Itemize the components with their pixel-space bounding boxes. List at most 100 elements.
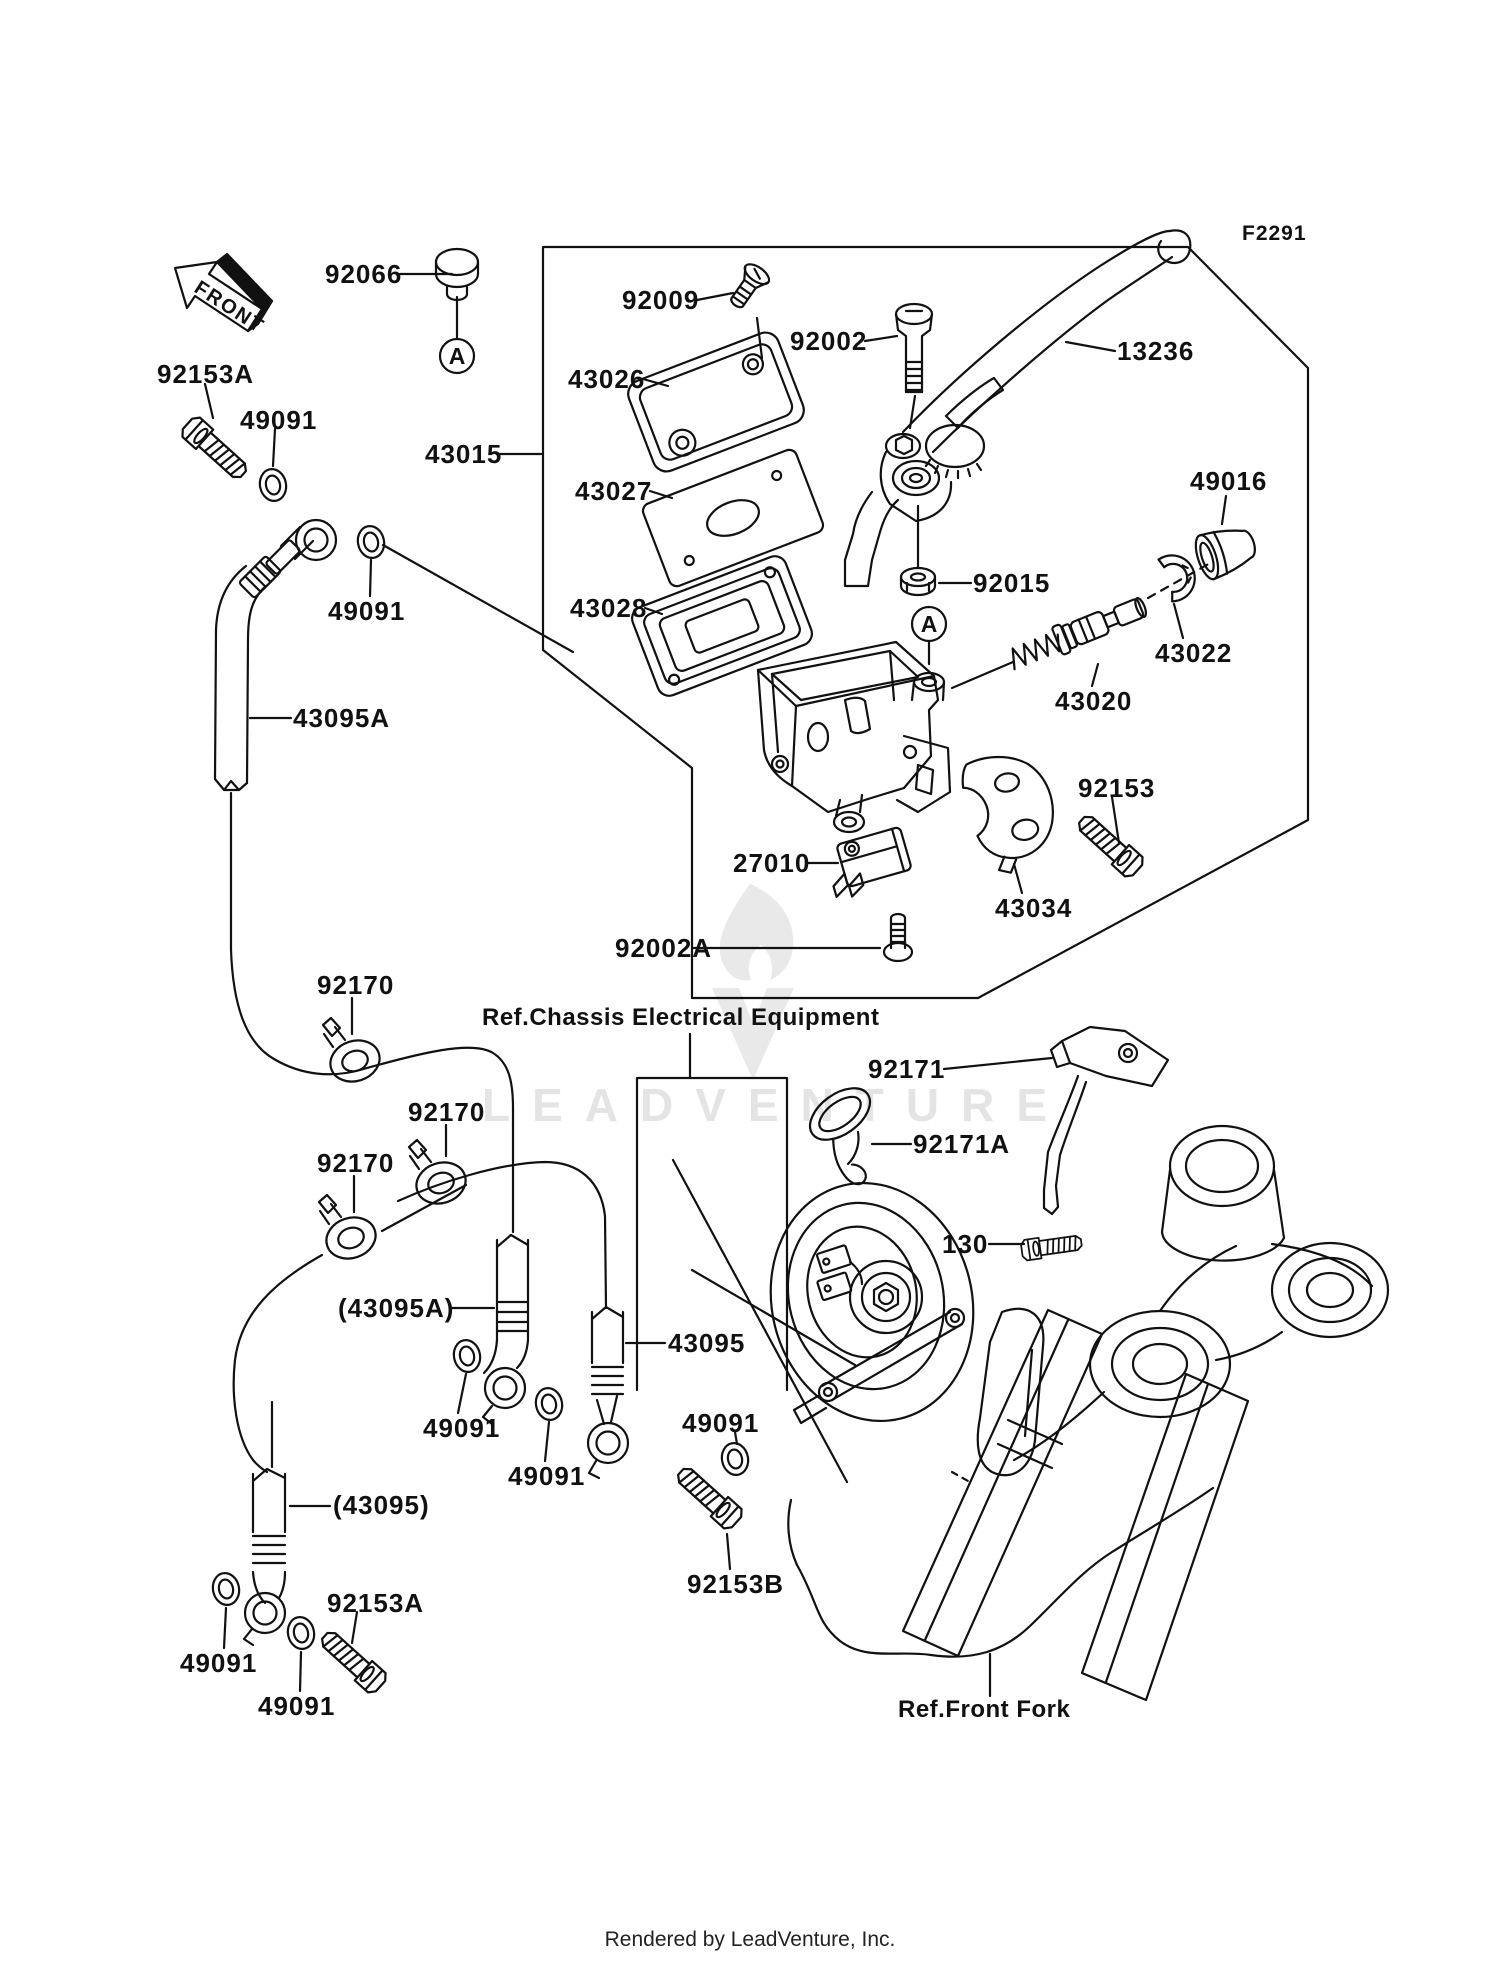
leader-line-92153a-1 bbox=[203, 382, 215, 420]
detail-marker-letter-0: A bbox=[449, 343, 466, 369]
part-label-49091-4: 49091 bbox=[508, 1461, 586, 1491]
hose-43095-paren-drawing bbox=[242, 1467, 287, 1647]
detail-markers: AA bbox=[438, 337, 948, 643]
part-label-27010: 27010 bbox=[733, 848, 811, 878]
part-label-92153b: 92153B bbox=[687, 1569, 785, 1599]
leader-line-43026 bbox=[641, 377, 670, 388]
diaphragm-43028-drawing bbox=[631, 555, 813, 697]
hose-routing-curve-b bbox=[396, 1160, 608, 1310]
switch-27010-drawing bbox=[832, 826, 912, 898]
hose-43095a-upper-drawing bbox=[213, 518, 338, 952]
part-label-49016: 49016 bbox=[1190, 466, 1268, 496]
part-label-43015: 43015 bbox=[425, 439, 503, 469]
screw-92002a-drawing bbox=[882, 912, 914, 963]
part-label-92153: 92153 bbox=[1078, 773, 1156, 803]
leadventure-watermark-icon bbox=[712, 884, 794, 1080]
leader-line-49091-2 bbox=[368, 558, 373, 598]
part-label-92170-1: 92170 bbox=[317, 970, 395, 1000]
figure-code: F2291 bbox=[1242, 222, 1307, 245]
clamp-43034-drawing bbox=[961, 755, 1054, 874]
assembly-detail-box bbox=[541, 245, 1310, 1000]
leader-line-92171 bbox=[942, 1056, 1054, 1071]
part-label-49091-1: 49091 bbox=[240, 405, 318, 435]
leader-line-92153 bbox=[1110, 795, 1121, 845]
detail-marker-letter-1: A bbox=[921, 611, 938, 637]
washer-49091-drawing bbox=[283, 1613, 319, 1653]
part-label-92153a-1: 92153A bbox=[157, 359, 255, 389]
part-label-92171: 92171 bbox=[868, 1054, 946, 1084]
part-label-43020: 43020 bbox=[1055, 686, 1133, 716]
leader-line-43022 bbox=[1172, 602, 1185, 640]
leader-line-92153a-2 bbox=[350, 1610, 359, 1645]
part-label-43095-paren: (43095) bbox=[333, 1490, 430, 1520]
part-label-92009: 92009 bbox=[622, 285, 700, 315]
piston-43020-drawing bbox=[1011, 597, 1148, 671]
cap-92066-drawing bbox=[434, 247, 480, 340]
part-label-43034: 43034 bbox=[995, 893, 1073, 923]
boot-49016-drawing bbox=[1194, 529, 1256, 581]
bolt-92153b-drawing bbox=[670, 1461, 747, 1533]
part-label-130: 130 bbox=[942, 1229, 989, 1259]
washer-49091-drawing bbox=[255, 465, 291, 505]
part-label-92002a: 92002A bbox=[615, 933, 713, 963]
screw-92009-drawing bbox=[730, 263, 771, 309]
part-label-ref-front-fork: Ref.Front Fork bbox=[898, 1696, 1071, 1723]
part-label-43095a: 43095A bbox=[293, 703, 391, 733]
leader-line-49091-3 bbox=[456, 1372, 468, 1415]
leader-line-13236 bbox=[1064, 340, 1117, 353]
eclip-43022-drawing bbox=[1157, 554, 1196, 603]
horn-drawing bbox=[769, 1181, 975, 1425]
leader-line-43020 bbox=[1090, 662, 1100, 688]
front-arrow: FRONT bbox=[173, 252, 274, 338]
washer-49091-drawing bbox=[717, 1439, 753, 1479]
master-cylinder-body-drawing bbox=[756, 640, 952, 834]
part-label-43095: 43095 bbox=[668, 1328, 746, 1358]
leader-line-43027 bbox=[648, 489, 674, 500]
washer-49091-drawing bbox=[449, 1336, 485, 1376]
leadventure-watermark-text: LEADVENTURE bbox=[482, 1079, 1070, 1131]
leader-line-49016 bbox=[1220, 494, 1228, 526]
part-label-49091-6: 49091 bbox=[180, 1648, 258, 1678]
lever-13236-drawing bbox=[843, 229, 1192, 588]
hose-routing-curve-c bbox=[232, 1253, 324, 1474]
part-label-92002: 92002 bbox=[790, 326, 868, 356]
detail-marker-circle-0 bbox=[438, 337, 476, 375]
part-label-43026: 43026 bbox=[568, 364, 646, 394]
part-label-43095a-paren: (43095A) bbox=[338, 1293, 455, 1323]
hose-43095a-lower-drawing bbox=[481, 1233, 530, 1426]
part-label-49091-7: 49091 bbox=[258, 1691, 336, 1721]
grommet-92170-drawing bbox=[317, 1193, 383, 1266]
washer-49091-drawing bbox=[208, 1569, 244, 1609]
detail-marker-circle-1 bbox=[910, 605, 948, 643]
part-label-43028: 43028 bbox=[570, 593, 648, 623]
leader-line-92009 bbox=[695, 291, 735, 302]
leader-line-92002 bbox=[863, 334, 899, 343]
leader-line-43028 bbox=[643, 606, 664, 616]
part-label-92171a: 92171A bbox=[913, 1129, 1011, 1159]
cap-43026-drawing bbox=[627, 331, 805, 473]
leader-line-49091-1 bbox=[271, 427, 277, 468]
leader-line-43034 bbox=[1012, 862, 1024, 895]
footer-credit: Rendered by LeadVenture, Inc. bbox=[604, 1928, 896, 1951]
bolt-92002-drawing bbox=[894, 302, 934, 430]
part-label-92066: 92066 bbox=[325, 259, 403, 289]
part-label-49091-2: 49091 bbox=[328, 596, 406, 626]
leader-line-49091-6 bbox=[222, 1606, 228, 1650]
part-label-92015: 92015 bbox=[973, 568, 1051, 598]
grommet-92170-drawing bbox=[321, 1016, 387, 1089]
part-label-49091-5: 49091 bbox=[682, 1408, 760, 1438]
plate-43027-drawing bbox=[641, 448, 825, 588]
part-label-92170-3: 92170 bbox=[317, 1148, 395, 1178]
bracket-92171-drawing bbox=[1042, 1025, 1170, 1216]
part-label-92170-2: 92170 bbox=[408, 1097, 486, 1127]
leader-line-49091-5 bbox=[733, 1430, 739, 1446]
part-label-13236: 13236 bbox=[1117, 336, 1195, 366]
wire-guide-92171a-drawing bbox=[808, 1087, 872, 1186]
nut-92015-drawing bbox=[899, 566, 937, 597]
part-label-43022: 43022 bbox=[1155, 638, 1233, 668]
leader-line-92153b bbox=[725, 1532, 732, 1571]
part-label-49091-3: 49091 bbox=[423, 1413, 501, 1443]
part-label-43027: 43027 bbox=[575, 476, 653, 506]
leader-line-49091-4 bbox=[543, 1420, 551, 1463]
